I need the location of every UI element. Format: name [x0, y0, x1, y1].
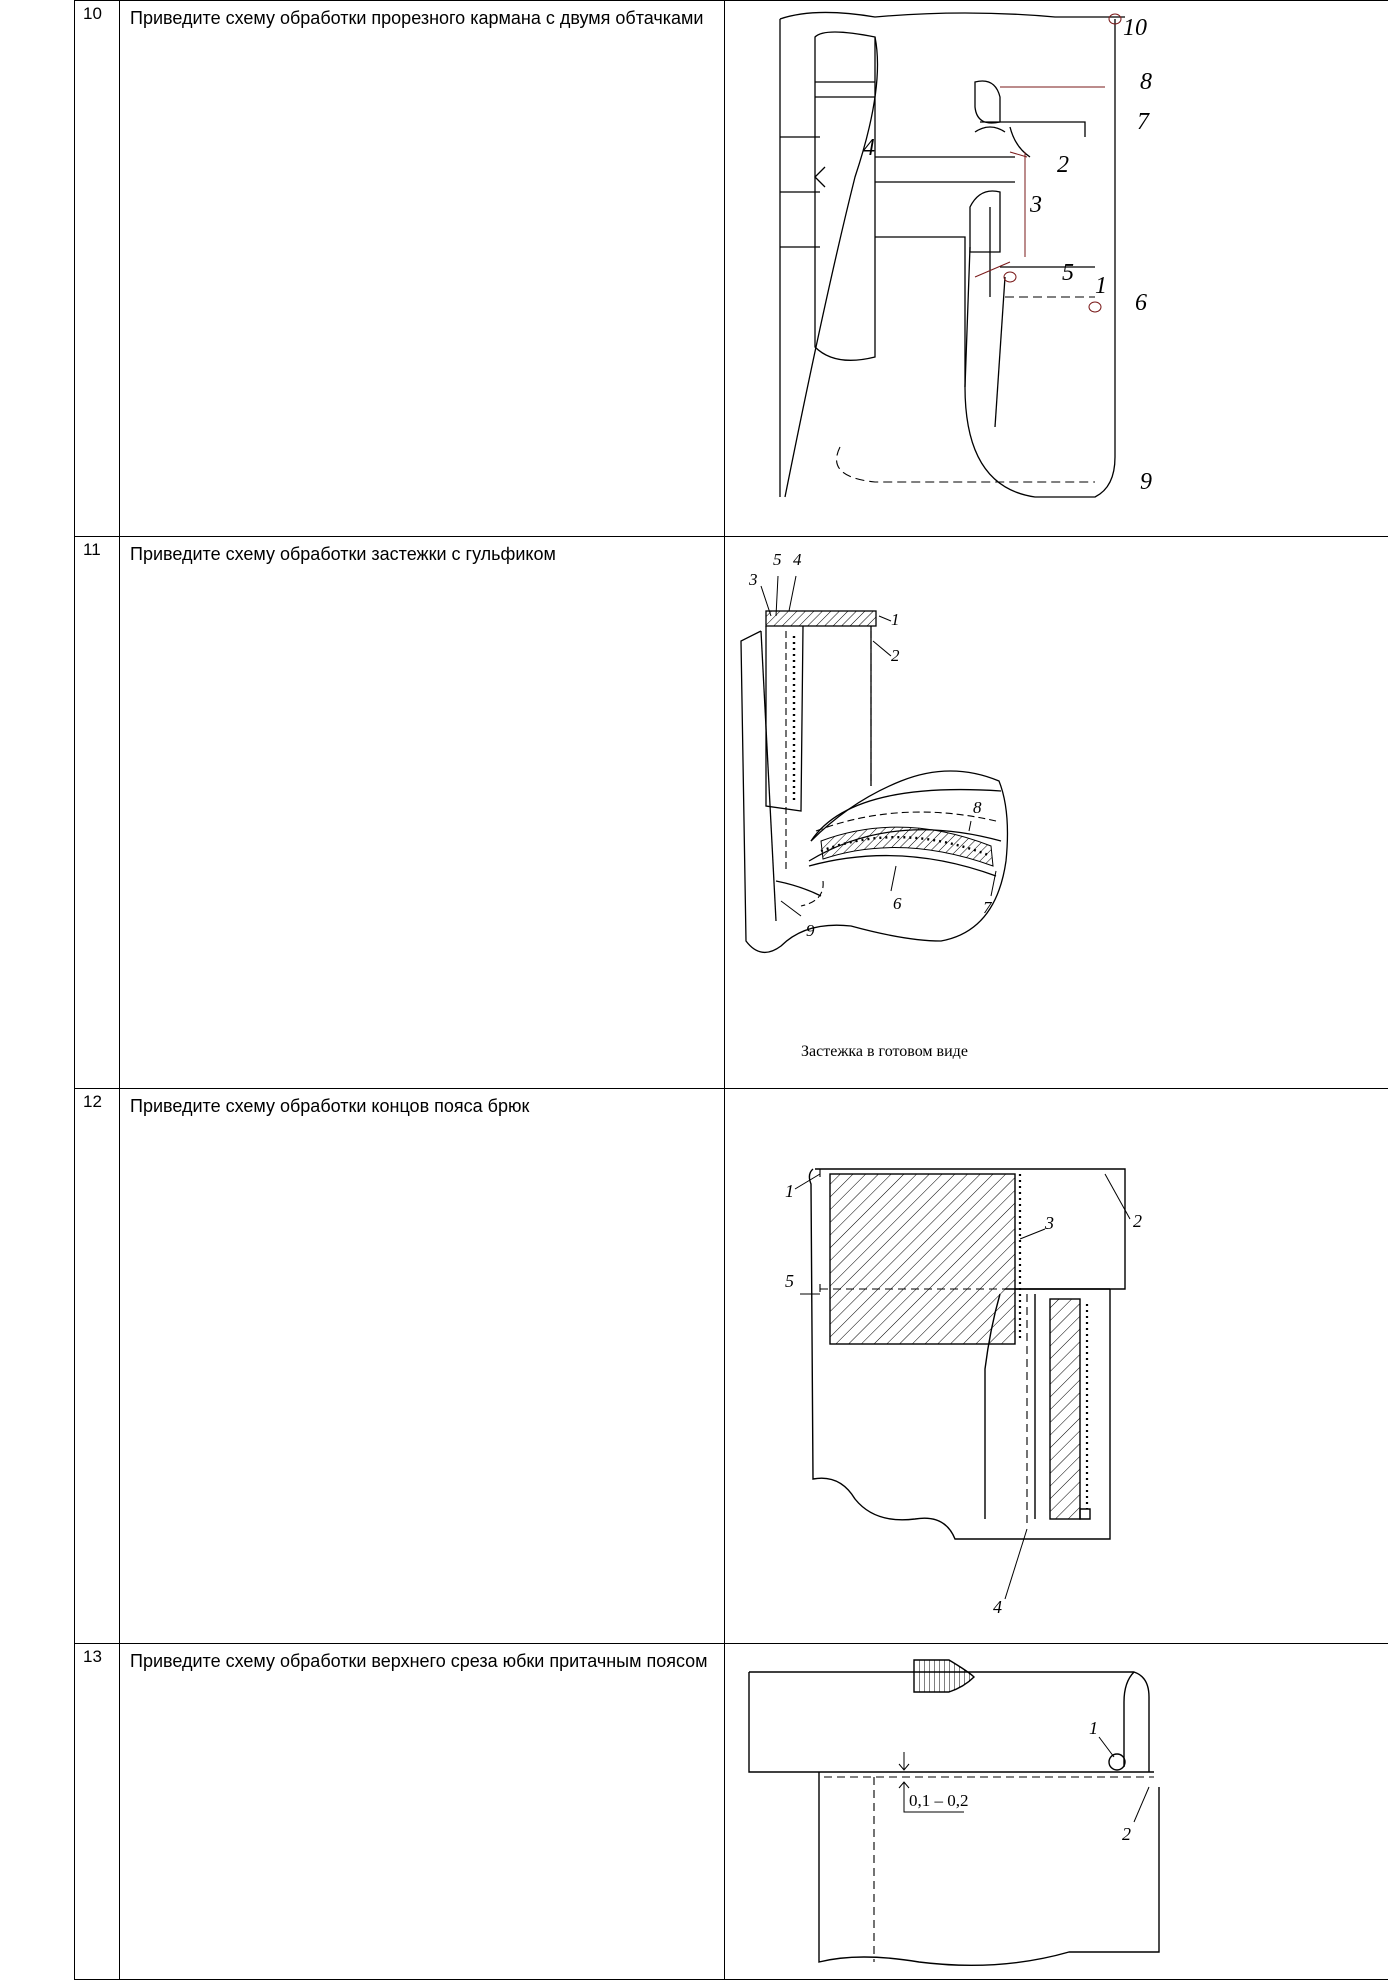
- label-6: 6: [893, 894, 902, 913]
- figure-cell: 1 2 3 4 5 6 7 8 9 10: [725, 1, 1388, 537]
- label-7: 7: [1137, 109, 1150, 135]
- label-1: 1: [1095, 273, 1107, 299]
- label-5: 5: [1062, 260, 1074, 286]
- label-3: 3: [1044, 1213, 1054, 1233]
- label-1: 1: [785, 1181, 794, 1201]
- label-3: 3: [1029, 192, 1042, 218]
- questions-table: 10 Приведите схему обработки прорезного …: [74, 0, 1388, 1980]
- table-row: 10 Приведите схему обработки прорезного …: [75, 1, 1388, 537]
- label-8: 8: [973, 798, 982, 817]
- question-text: Приведите схему обработки верхнего среза…: [120, 1644, 725, 1980]
- row-number: 10: [75, 1, 120, 537]
- figure-caption: Застежка в готовом виде: [801, 1043, 968, 1060]
- table-row: 13 Приведите схему обработки верхнего ср…: [75, 1644, 1388, 1980]
- figure-cell: 0,1 – 0,2 1 2: [725, 1644, 1388, 1980]
- label-2: 2: [891, 646, 900, 665]
- label-10: 10: [1123, 15, 1147, 41]
- skirt-waistband-diagram: 0,1 – 0,2 1 2: [739, 1652, 1169, 1972]
- label-1: 1: [1089, 1718, 1098, 1738]
- label-3: 3: [748, 570, 758, 589]
- label-9: 9: [1140, 469, 1152, 495]
- row-number: 13: [75, 1644, 120, 1980]
- question-text: Приведите схему обработки застежки с гул…: [120, 537, 725, 1089]
- label-4: 4: [793, 550, 802, 569]
- dimension-label: 0,1 – 0,2: [909, 1791, 969, 1810]
- label-5: 5: [773, 550, 782, 569]
- label-2: 2: [1057, 152, 1069, 178]
- label-1: 1: [891, 610, 900, 629]
- label-2: 2: [1133, 1211, 1142, 1231]
- question-text: Приведите схему обработки прорезного кар…: [120, 1, 725, 537]
- trouser-waistband-diagram: 1 2 3 4 5: [745, 1129, 1165, 1629]
- label-5: 5: [785, 1271, 794, 1291]
- figure-cell: 1 2 3 4 5 6 7 8 9 Застежка в готовом вид…: [725, 537, 1388, 1089]
- figure-cell: 1 2 3 4 5: [725, 1089, 1388, 1644]
- label-4: 4: [863, 135, 875, 161]
- row-number: 12: [75, 1089, 120, 1644]
- question-text: Приведите схему обработки концов пояса б…: [120, 1089, 725, 1644]
- label-8: 8: [1140, 69, 1152, 95]
- table-row: 11 Приведите схему обработки застежки с …: [75, 537, 1388, 1089]
- label-9: 9: [806, 921, 815, 940]
- pocket-diagram: 1 2 3 4 5 6 7 8 9 10: [765, 7, 1205, 507]
- fly-closure-diagram: 1 2 3 4 5 6 7 8 9 Застежка в готовом вид…: [731, 541, 1091, 1081]
- table-row: 12 Приведите схему обработки концов пояс…: [75, 1089, 1388, 1644]
- label-6: 6: [1135, 290, 1147, 316]
- label-2: 2: [1122, 1824, 1131, 1844]
- label-4: 4: [993, 1597, 1002, 1617]
- row-number: 11: [75, 537, 120, 1089]
